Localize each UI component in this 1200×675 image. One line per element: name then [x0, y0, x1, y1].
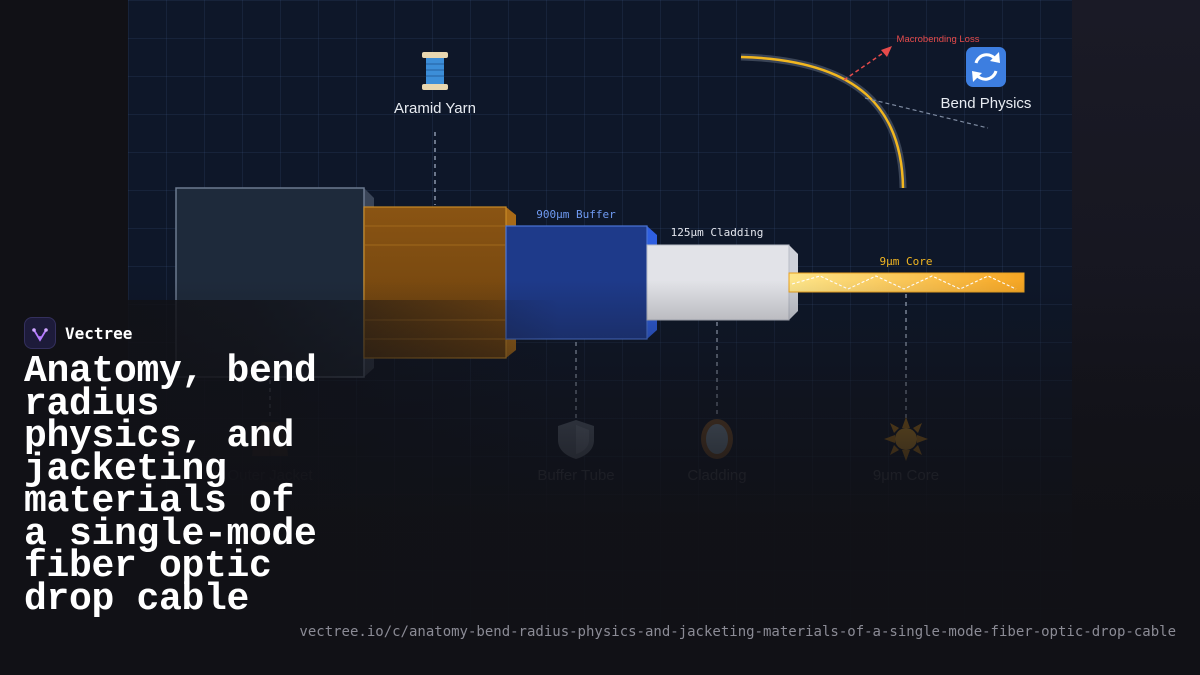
- bent-fiber-core: [740, 55, 905, 189]
- macrobending-loss-label: Macrobending Loss: [897, 34, 980, 45]
- cladding-tag: 125μm Cladding: [671, 226, 764, 239]
- bend-radius-line: [864, 97, 989, 129]
- thread-spool-icon: [422, 52, 448, 90]
- refresh-arrows-icon: [966, 47, 1006, 87]
- sun-icon: [884, 417, 928, 461]
- loss-arrowhead: [881, 46, 892, 57]
- mirror-icon: [701, 419, 733, 459]
- buffer-tube-label: Buffer Tube: [537, 467, 614, 484]
- page-title: Anatomy, bend radius physics, and jacket…: [24, 350, 317, 621]
- bend-physics-label: Bend Physics: [941, 95, 1032, 112]
- loss-ray: [843, 50, 887, 81]
- shield-icon: [558, 420, 594, 459]
- buffer-tag: 900μm Buffer: [536, 208, 616, 221]
- bent-fiber-jacket: [740, 53, 907, 189]
- aramid-label: Aramid Yarn: [394, 100, 476, 117]
- outer-jacket-layer: [175, 187, 374, 378]
- brand-name: Vectree: [65, 323, 133, 343]
- aramid-yarn-layer: [363, 206, 516, 359]
- page-url[interactable]: vectree.io/c/anatomy-bend-radius-physics…: [299, 624, 1176, 640]
- buffer-tube-layer: [505, 225, 657, 340]
- core-tag: 9μm Core: [880, 255, 933, 268]
- cladding-layer: [646, 244, 798, 321]
- core-layer: [788, 272, 1025, 293]
- vectree-logo-icon: [24, 317, 56, 349]
- brand: Vectree: [24, 317, 132, 349]
- core-label: 9μm Core: [873, 467, 939, 484]
- cladding-label: Cladding: [687, 467, 746, 484]
- bend-diagram: [740, 46, 989, 189]
